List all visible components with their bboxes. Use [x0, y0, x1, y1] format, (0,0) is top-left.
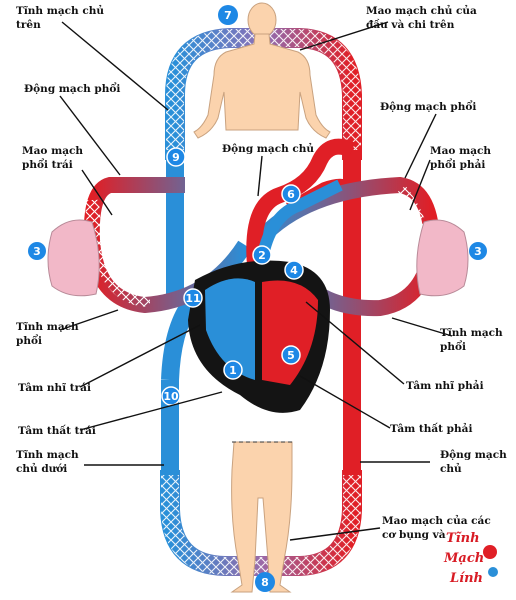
svg-text:Động mạch phổi: Động mạch phổi [380, 99, 476, 113]
svg-text:Mao mạch chủ của: Mao mạch chủ của [366, 4, 477, 17]
svg-text:Tĩnh mạch chủ: Tĩnh mạch chủ [16, 4, 104, 17]
lower-capillary-loop [160, 470, 362, 576]
svg-text:Tĩnh: Tĩnh [446, 531, 480, 546]
svg-text:2: 2 [258, 249, 266, 262]
badge-9: 9 [166, 147, 186, 167]
svg-text:Tâm thất phải: Tâm thất phải [390, 422, 472, 435]
svg-text:Tĩnh mạch: Tĩnh mạch [16, 321, 79, 333]
svg-text:phổi phải: phổi phải [430, 157, 485, 171]
svg-text:đầu và chi trên: đầu và chi trên [366, 18, 455, 31]
svg-text:Động mạch chủ: Động mạch chủ [222, 142, 314, 155]
svg-text:Mạch: Mạch [443, 551, 484, 566]
svg-text:Động mạch: Động mạch [440, 448, 507, 461]
svg-text:3: 3 [474, 245, 482, 258]
svg-text:1: 1 [229, 364, 237, 377]
lower-body-figure [230, 441, 294, 593]
brand-logo: Tĩnh Mạch Lính [443, 531, 498, 586]
svg-text:6: 6 [287, 188, 295, 201]
svg-text:10: 10 [163, 390, 179, 403]
upper-body-figure [193, 2, 331, 139]
svg-text:3: 3 [33, 245, 41, 258]
svg-text:Lính: Lính [449, 571, 483, 586]
svg-text:9: 9 [172, 151, 180, 164]
vena-cava [161, 150, 198, 475]
svg-text:chủ: chủ [440, 462, 462, 475]
svg-text:phổi: phổi [16, 333, 42, 347]
svg-text:11: 11 [185, 292, 200, 305]
svg-text:phổi: phổi [440, 339, 466, 353]
badge-3-left: 3 [28, 242, 46, 260]
svg-text:Tâm nhĩ phải: Tâm nhĩ phải [406, 379, 484, 392]
badge-3-right: 3 [469, 242, 487, 260]
badge-4: 4 [284, 260, 304, 280]
svg-text:chủ dưới: chủ dưới [16, 462, 67, 475]
svg-text:5: 5 [287, 349, 295, 362]
badge-11: 11 [183, 288, 203, 308]
badge-2: 2 [252, 245, 272, 265]
badge-7: 7 [218, 5, 238, 25]
heart [188, 260, 330, 413]
badge-8: 8 [255, 572, 275, 592]
svg-text:cơ bụng và: cơ bụng và [382, 529, 446, 541]
svg-text:trên: trên [16, 19, 41, 31]
svg-text:Mao mạch: Mao mạch [430, 145, 491, 157]
leader-lines [59, 21, 453, 541]
svg-text:Tĩnh mạch: Tĩnh mạch [16, 449, 79, 461]
svg-text:8: 8 [261, 576, 269, 589]
badge-5: 5 [281, 345, 301, 365]
badge-6: 6 [281, 184, 301, 204]
svg-text:Tĩnh mạch: Tĩnh mạch [440, 327, 503, 339]
svg-text:Tâm nhĩ trái: Tâm nhĩ trái [18, 382, 91, 394]
aortic-arch [246, 138, 356, 266]
svg-text:Mao mạch: Mao mạch [22, 145, 83, 157]
svg-text:Động mạch phổi: Động mạch phổi [24, 81, 120, 95]
badge-1: 1 [223, 360, 243, 380]
svg-text:7: 7 [224, 9, 232, 22]
svg-text:Tâm thất trái: Tâm thất trái [18, 424, 96, 437]
badge-10: 10 [161, 386, 181, 406]
svg-text:4: 4 [290, 264, 298, 277]
svg-text:Mao mạch của các: Mao mạch của các [382, 514, 491, 527]
labels: Tĩnh mạch chủ trên Mao mạch chủ của đầu … [16, 4, 507, 541]
svg-text:phổi trái: phổi trái [22, 157, 73, 171]
